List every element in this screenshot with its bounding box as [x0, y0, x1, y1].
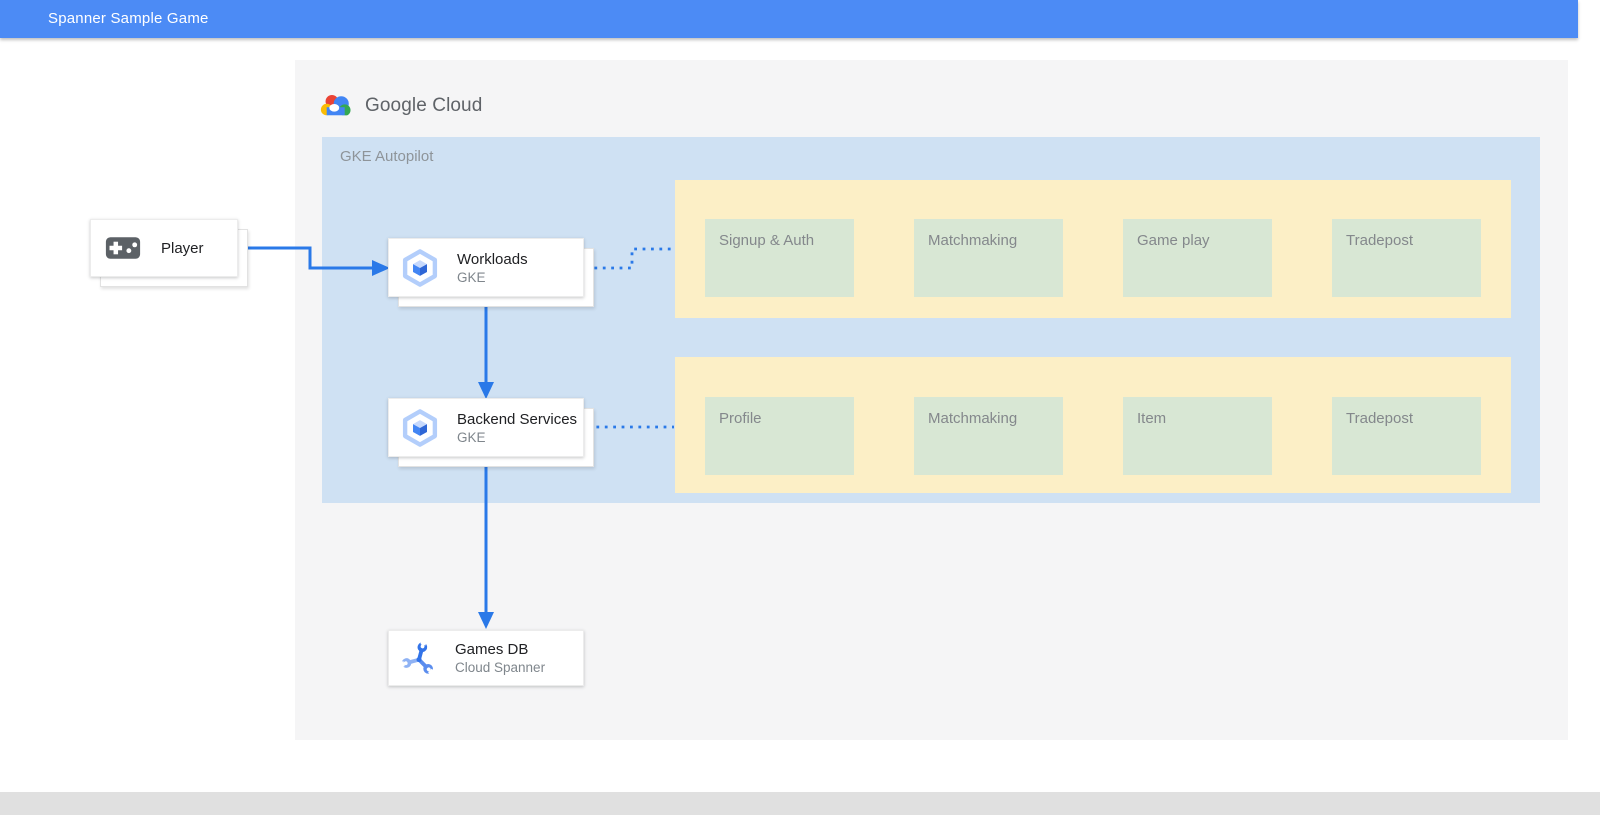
node-backend-services: Backend Services GKE	[388, 398, 594, 467]
node-games-db: Games DB Cloud Spanner	[388, 630, 584, 686]
gke-hexagon-icon	[399, 407, 441, 449]
gamepad-icon	[105, 236, 141, 260]
node-subtitle: Cloud Spanner	[455, 660, 546, 675]
service-box-game-play: Game play	[1123, 219, 1272, 297]
service-label: Item	[1137, 410, 1167, 427]
service-box-tradepost-bottom: Tradepost	[1332, 397, 1481, 475]
service-label: Game play	[1137, 232, 1210, 249]
service-label: Tradepost	[1346, 410, 1413, 427]
service-box-item: Item	[1123, 397, 1272, 475]
service-box-tradepost-top: Tradepost	[1332, 219, 1481, 297]
google-cloud-wordmark: Google Cloud	[365, 94, 483, 116]
node-subtitle: GKE	[457, 269, 486, 285]
workloads-service-band: Signup & Auth Matchmaking Game play Trad…	[675, 180, 1511, 318]
node-title: Workloads	[457, 250, 528, 268]
service-box-matchmaking-top: Matchmaking	[914, 219, 1063, 297]
google-cloud-icon	[318, 95, 354, 119]
node-title: Player	[161, 239, 204, 257]
node-subtitle: GKE	[457, 429, 486, 445]
service-label: Matchmaking	[928, 232, 1018, 249]
app-header: Spanner Sample Game	[0, 0, 1578, 38]
service-label: Signup & Auth	[719, 232, 815, 249]
service-box-signup-auth: Signup & Auth	[705, 219, 854, 297]
footer-bar	[0, 792, 1600, 815]
node-player: Player	[90, 219, 248, 287]
google-cloud-logo: Google Cloud	[318, 92, 482, 119]
service-label: Profile	[719, 410, 762, 427]
service-box-matchmaking-bottom: Matchmaking	[914, 397, 1063, 475]
gke-hexagon-icon	[399, 247, 441, 289]
node-workloads: Workloads GKE	[388, 238, 594, 307]
cluster-label: GKE Autopilot	[340, 148, 434, 165]
app-title: Spanner Sample Game	[48, 10, 209, 27]
service-label: Tradepost	[1346, 232, 1413, 249]
node-title: Games DB	[455, 641, 529, 658]
backend-service-band: Profile Matchmaking Item Tradepost	[675, 357, 1511, 493]
service-label: Matchmaking	[928, 410, 1018, 427]
cloud-spanner-icon	[399, 638, 439, 678]
service-box-profile: Profile	[705, 397, 854, 475]
node-title: Backend Services	[457, 410, 578, 428]
